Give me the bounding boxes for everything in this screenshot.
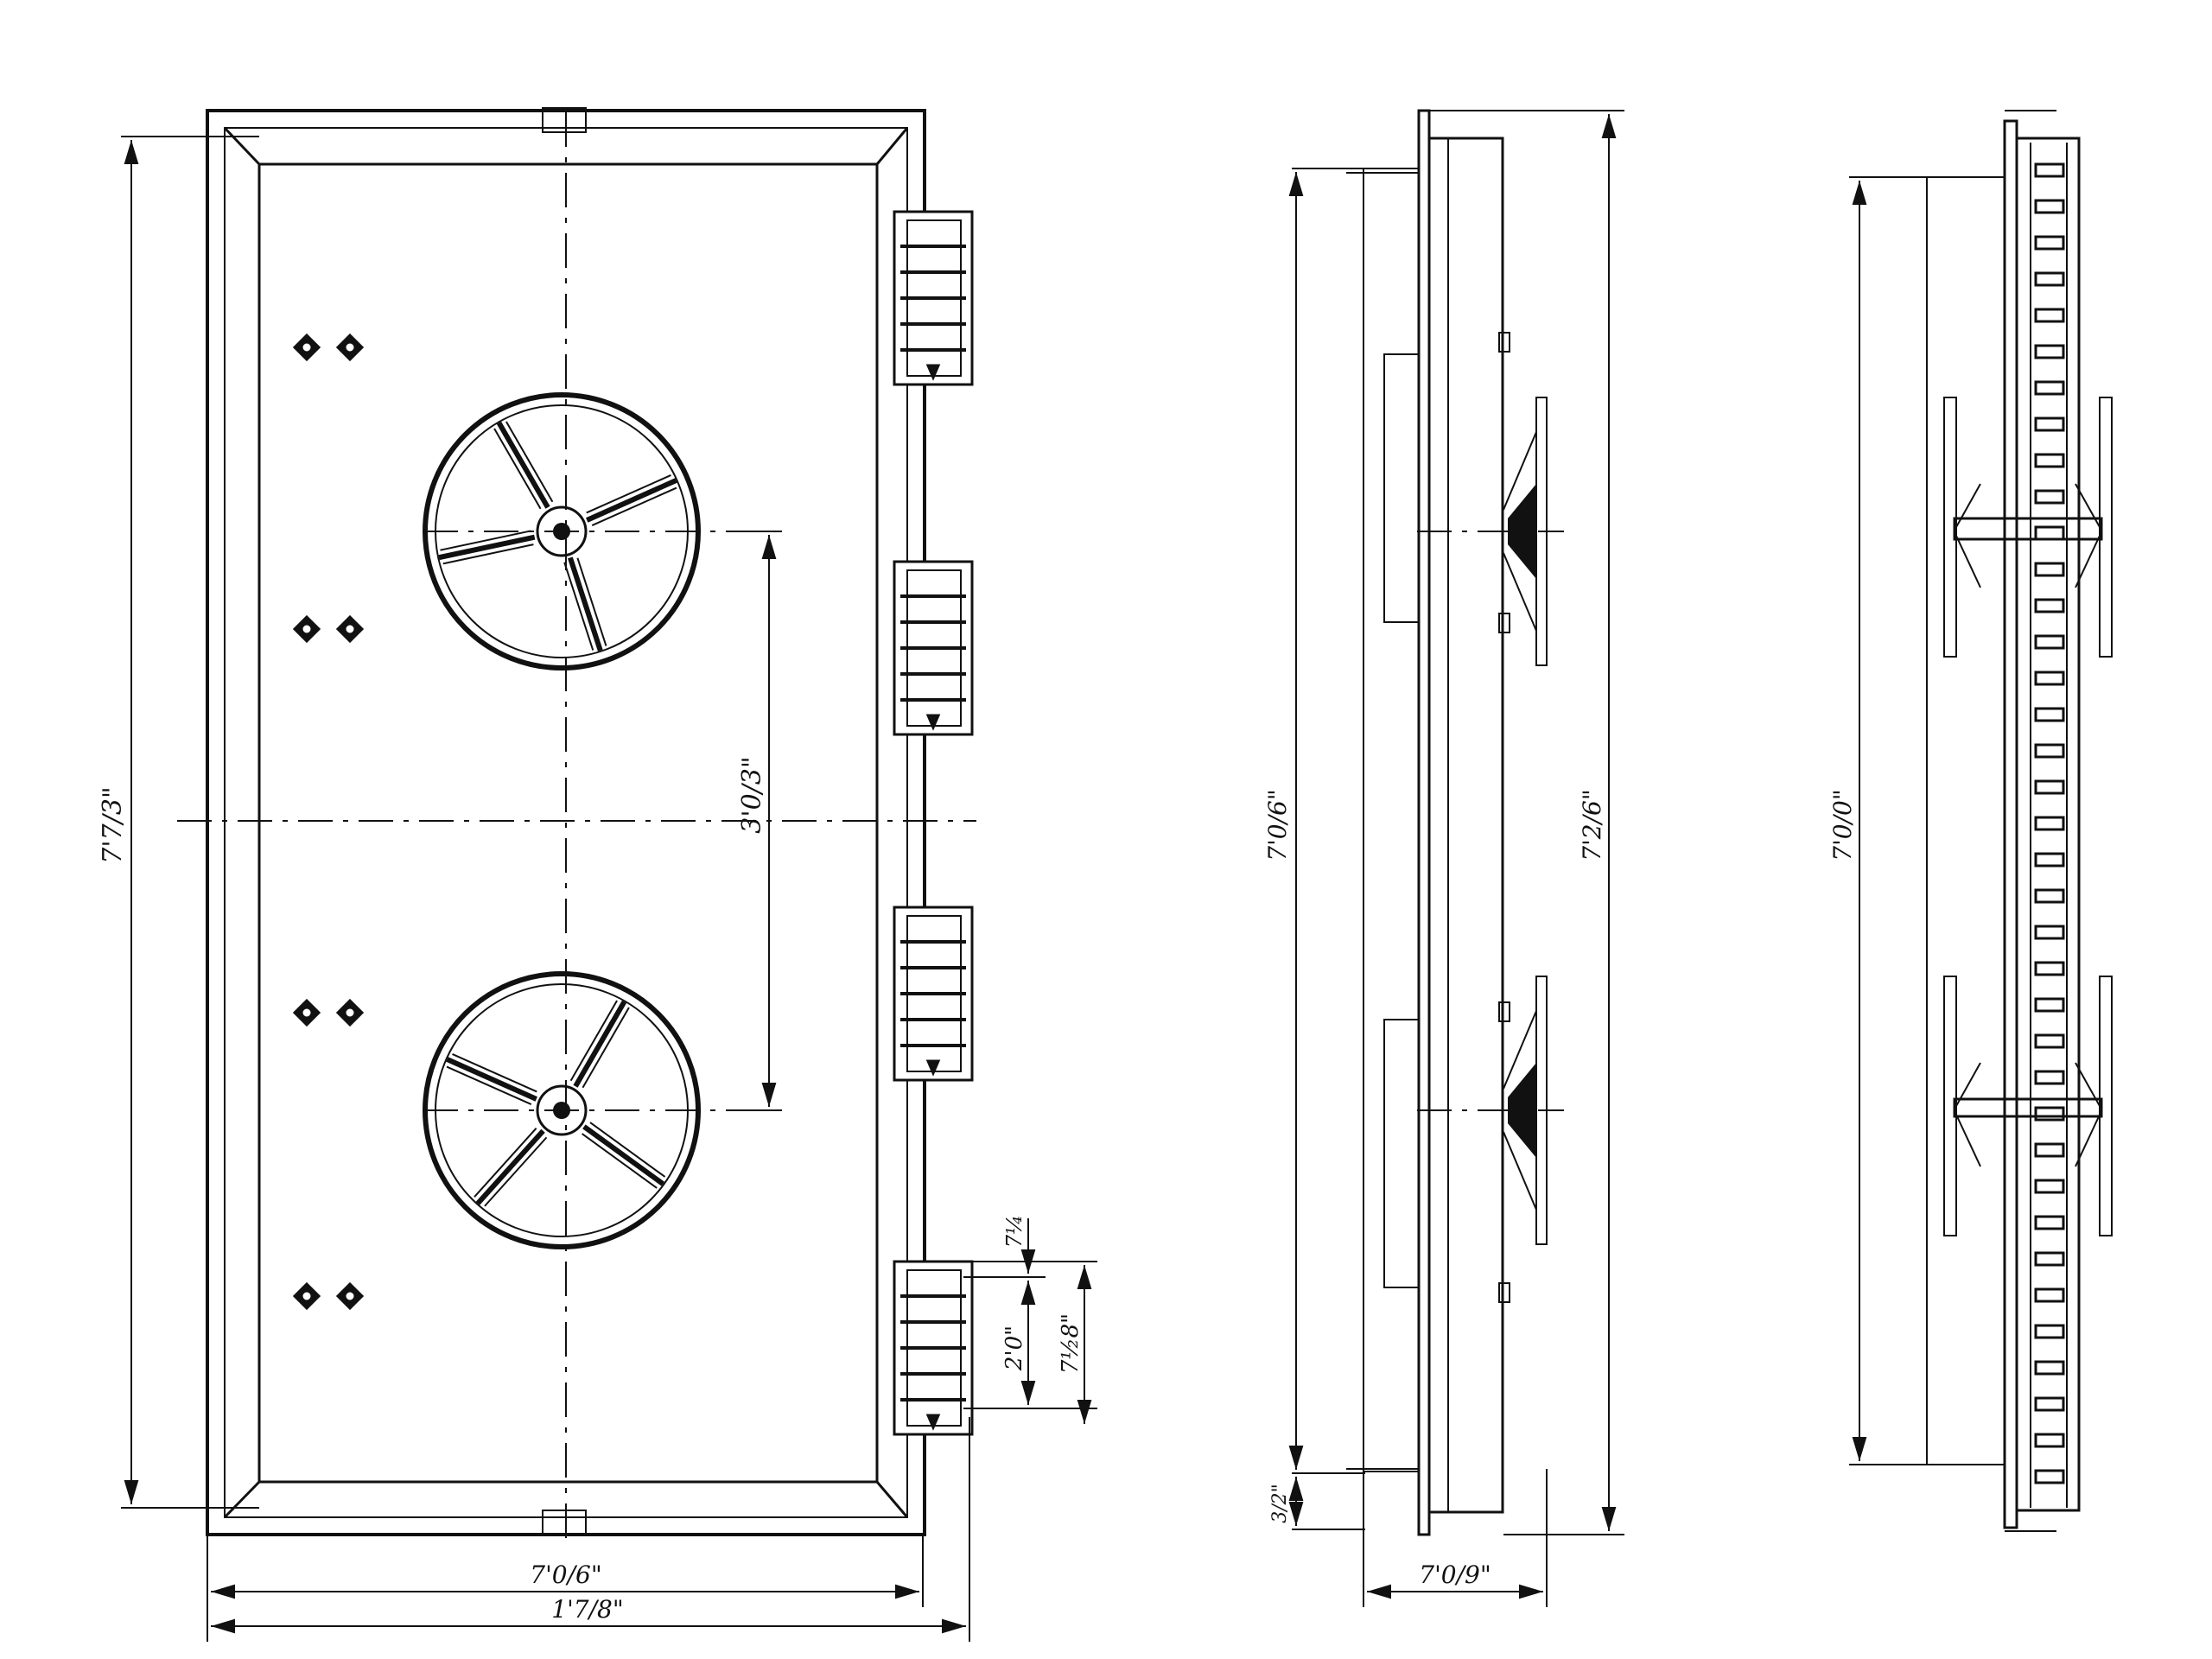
hinges: [893, 210, 974, 1436]
front-dimension-lines: [121, 136, 1097, 1642]
front-view: 7'7/3" 3'0/3" 7'0/6" 1'7/8" 7¼ 2'0" 7½8": [98, 107, 1097, 1642]
locking-bar: [2034, 525, 2065, 541]
side-hinge-top: [1383, 353, 1420, 623]
locking-bar: [2034, 416, 2065, 432]
locking-bar: [2034, 1396, 2065, 1412]
locking-bar: [2034, 1360, 2065, 1376]
side-dimension-lines: [1288, 110, 1624, 1607]
rear-jamb: [1926, 176, 2005, 1465]
rear-frame-body: [2015, 137, 2081, 1512]
side-door-leaf: [1417, 109, 1431, 1536]
side-view: 7'0/6" 7'2/6" 3/2" 7'0/9": [1263, 109, 1624, 1607]
locking-bar: [2034, 1215, 2065, 1230]
dim-inner-width: 7'0/6": [530, 1560, 601, 1589]
dim-side-outer-height: 7'2/6": [1578, 789, 1606, 861]
side-handwheel-top: [1498, 332, 1548, 666]
locking-bar: [2034, 1033, 2065, 1049]
hinge-3: [893, 906, 974, 1082]
side-dimension-labels: 7'0/6" 7'2/6" 3/2" 7'0/9": [1263, 789, 1606, 1589]
locking-bar: [2034, 344, 2065, 359]
front-dimension-labels: 7'7/3" 3'0/3" 7'0/6" 1'7/8" 7¼ 2'0" 7½8": [98, 756, 1084, 1624]
side-hinge-bottom: [1383, 1019, 1420, 1288]
dim-overall-height: 7'7/3": [98, 786, 128, 863]
locking-bar: [2034, 634, 2065, 650]
locking-bar: [2034, 1179, 2065, 1194]
dim-hinge-overall: 7½8": [1058, 1313, 1084, 1374]
locking-bar: [2034, 671, 2065, 686]
rear-dimension-labels: 7'0/0": [1828, 789, 1857, 861]
locking-bar: [2034, 1070, 2065, 1085]
rear-frame-outer: [2003, 119, 2018, 1529]
dim-rear-height: 7'0/0": [1828, 789, 1857, 861]
locking-bar: [2034, 1142, 2065, 1158]
locking-bar: [2034, 1251, 2065, 1267]
rear-view: 7'0/0": [1828, 110, 2113, 1532]
locking-bar: [2034, 852, 2065, 868]
locking-bar: [2034, 453, 2065, 468]
locking-bar: [2034, 380, 2065, 396]
locking-bar: [2034, 888, 2065, 904]
locking-bar: [2034, 1106, 2065, 1122]
locking-bar: [2034, 562, 2065, 577]
locking-bar: [2034, 1433, 2065, 1448]
rear-dimension-lines: [1849, 110, 2056, 1532]
dim-wheel-spacing: 3'0/3": [737, 756, 767, 833]
dim-outer-width: 1'7/8": [551, 1595, 623, 1624]
rear-locking-bars: [2034, 162, 2065, 1484]
rear-spindle-bottom: [1943, 976, 2113, 1236]
locking-bar: [2034, 925, 2065, 940]
dim-side-inner-height: 7'0/6": [1263, 789, 1292, 861]
hinge-2: [893, 560, 974, 736]
centerlines: [177, 112, 976, 1538]
locking-bar: [2034, 1324, 2065, 1339]
locking-bar: [2034, 162, 2065, 178]
locking-bar: [2034, 489, 2065, 505]
handwheel-top[interactable]: [423, 392, 701, 671]
side-jamb: [1363, 168, 1420, 1472]
hinge-4: [893, 1260, 974, 1436]
locking-bar: [2034, 598, 2065, 613]
rear-spindle-top: [1943, 397, 2113, 658]
dim-side-bottom-offset: 3/2": [1269, 1484, 1291, 1523]
locking-bar: [2034, 707, 2065, 722]
handwheel-bottom[interactable]: [423, 971, 701, 1249]
locking-bar: [2034, 199, 2065, 214]
locking-bar: [2034, 1469, 2065, 1484]
hinge-1: [893, 210, 974, 386]
side-handwheel-bottom: [1498, 976, 1548, 1303]
locking-bar: [2034, 743, 2065, 759]
locking-bar: [2034, 271, 2065, 287]
locking-bar: [2034, 1287, 2065, 1303]
locking-bar: [2034, 961, 2065, 976]
locking-bar: [2034, 779, 2065, 795]
dim-hinge-height: 2'0": [1001, 1325, 1027, 1371]
locking-bar: [2034, 235, 2065, 251]
locking-bar: [2034, 308, 2065, 323]
dim-side-depth: 7'0/9": [1419, 1560, 1491, 1589]
side-door-body: [1427, 137, 1504, 1514]
locking-bar: [2034, 816, 2065, 831]
dim-hinge-gap: 7¼: [1002, 1215, 1027, 1249]
locking-bar: [2034, 997, 2065, 1013]
